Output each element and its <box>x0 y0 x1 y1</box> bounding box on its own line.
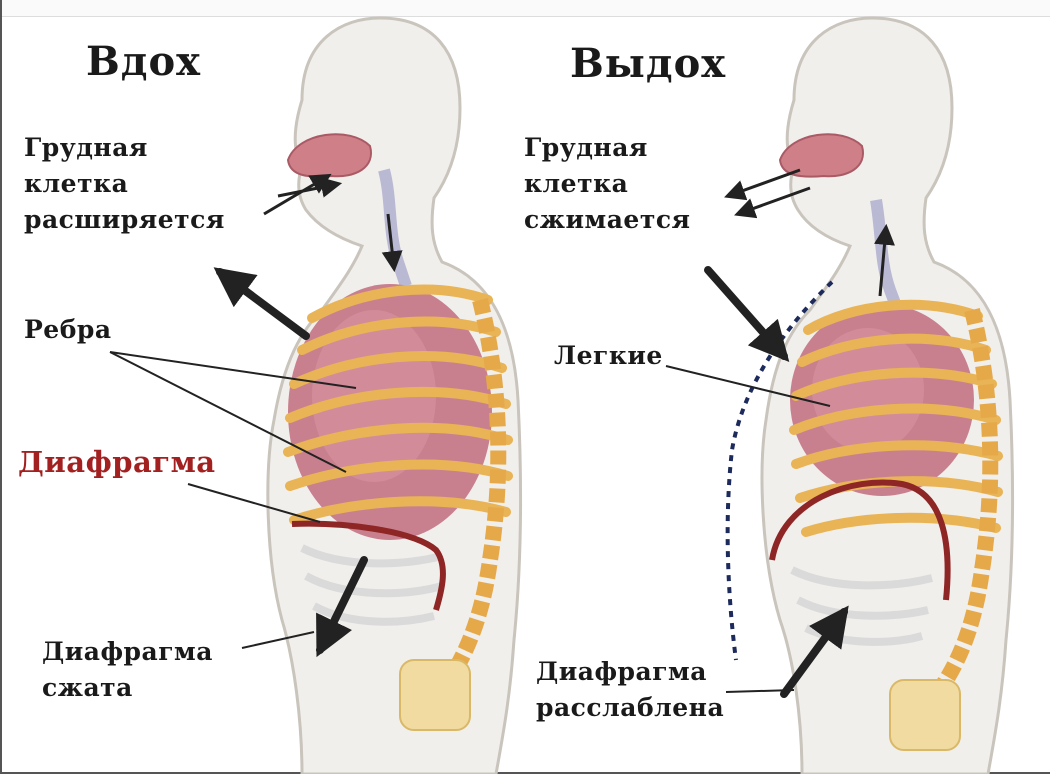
diaphragm-compressed-label: Диафрагма сжата <box>42 634 213 706</box>
exhale-title: Выдох <box>570 40 726 88</box>
inhale-figure <box>268 18 521 774</box>
inhale-pelvis <box>400 660 470 730</box>
ribs-label: Ребра <box>24 312 112 348</box>
exhale-chest-contract-arrow <box>708 270 784 356</box>
exhale-chest-label: Грудная клетка сжимается <box>524 130 691 238</box>
exhale-figure <box>728 18 1013 774</box>
inhale-title: Вдох <box>86 38 201 86</box>
lungs-label: Легкие <box>554 338 663 374</box>
inhale-chest-label: Грудная клетка расширяется <box>24 130 225 238</box>
inhale-chest-expand-arrow <box>220 272 306 336</box>
exhale-air-arrow-1 <box>728 170 800 196</box>
exhale-pelvis <box>890 680 960 750</box>
diaphragm-label: Диафрагма <box>18 444 216 480</box>
diaphragm-relaxed-label: Диафрагма расслаблена <box>536 654 724 726</box>
